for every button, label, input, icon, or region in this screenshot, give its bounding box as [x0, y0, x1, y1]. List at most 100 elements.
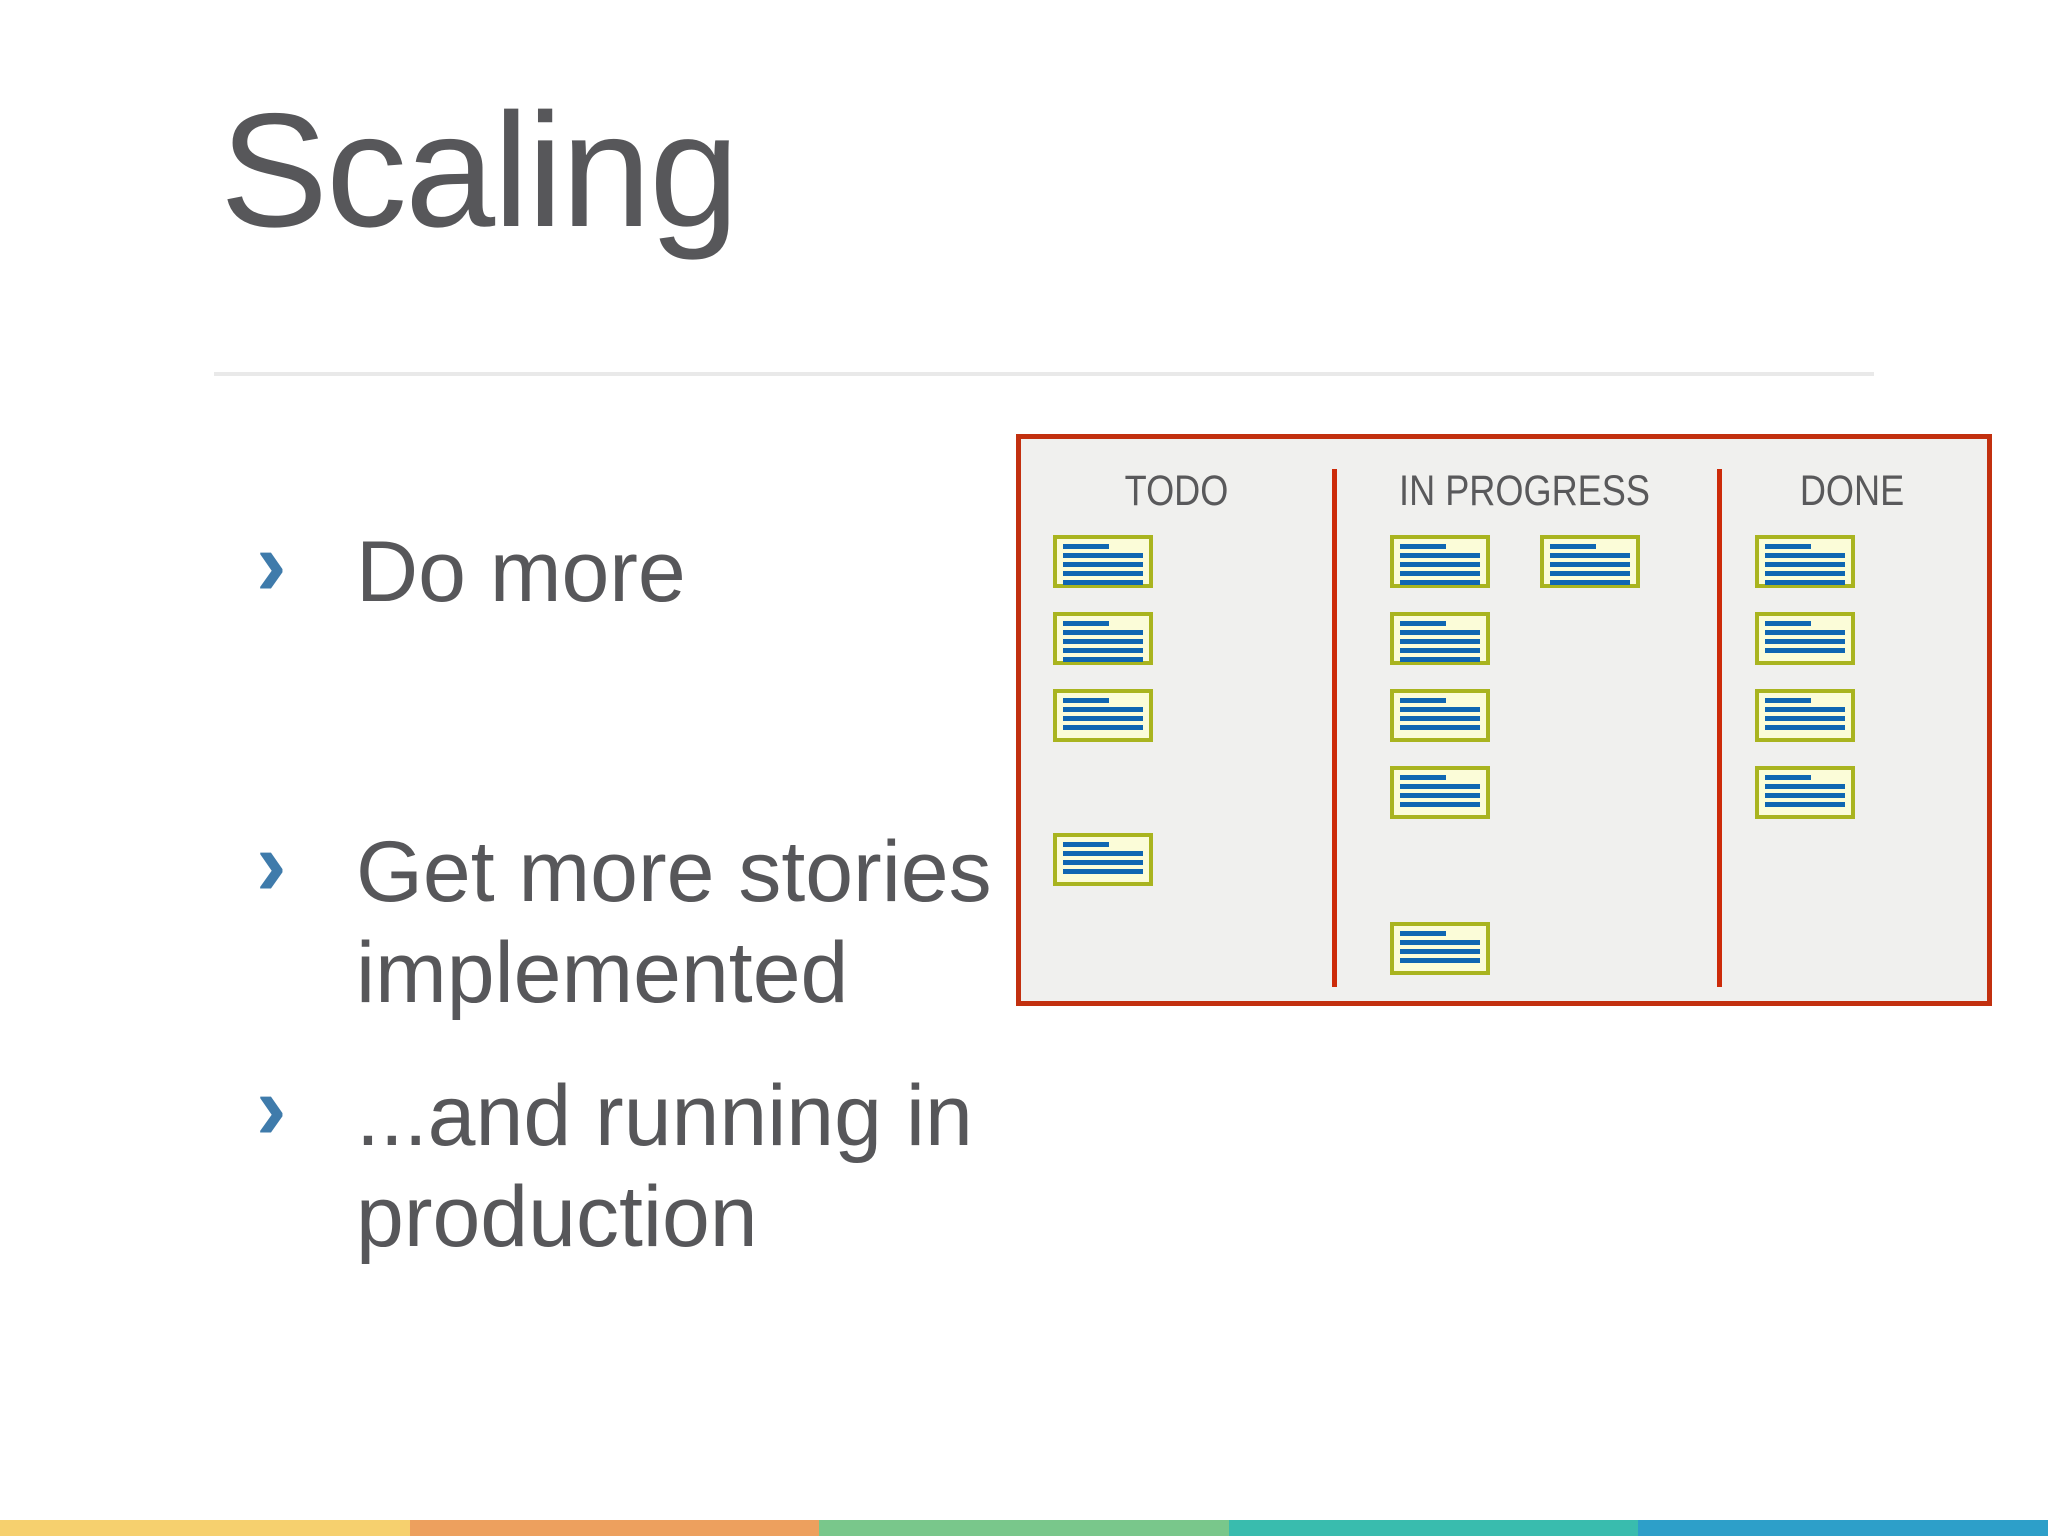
column-divider	[1332, 469, 1337, 987]
note-text-line	[1400, 958, 1480, 963]
note-text-line	[1550, 553, 1630, 558]
note-text-line	[1400, 707, 1480, 712]
note-text-line	[1400, 716, 1480, 721]
note-text-line	[1063, 621, 1110, 626]
note-text-line	[1765, 707, 1845, 712]
note-text-line	[1063, 648, 1143, 653]
sticky-note	[1053, 689, 1153, 742]
note-text-line	[1400, 784, 1480, 789]
column-header-todo: TODO	[1124, 467, 1229, 515]
note-text-line	[1063, 860, 1143, 865]
note-text-line	[1765, 562, 1845, 567]
note-text-line	[1550, 544, 1597, 549]
note-text-line	[1063, 571, 1143, 576]
bullet-item-do-more: › Do more	[256, 518, 1016, 623]
footer-color-segment	[1638, 1520, 2048, 1536]
bullet-text: Get more stories implemented	[356, 824, 992, 1021]
bullet-text: ...and running in production	[356, 1068, 973, 1265]
note-text-line	[1765, 630, 1845, 635]
note-text-line	[1400, 621, 1447, 626]
sticky-note	[1755, 535, 1855, 588]
note-text-line	[1400, 544, 1447, 549]
note-text-line	[1063, 639, 1143, 644]
note-text-line	[1400, 802, 1480, 807]
sticky-note	[1053, 612, 1153, 665]
note-text-line	[1063, 562, 1143, 567]
page-title: Scaling	[220, 80, 739, 261]
sticky-note	[1390, 535, 1490, 588]
note-text-line	[1400, 949, 1480, 954]
note-text-line	[1063, 725, 1143, 730]
note-text-line	[1550, 571, 1630, 576]
note-text-line	[1063, 842, 1110, 847]
footer-color-segment	[0, 1520, 410, 1536]
bullet-item-running-in-production: › ...and running in production	[256, 1062, 1016, 1267]
note-text-line	[1765, 580, 1845, 585]
note-text-line	[1063, 580, 1143, 585]
note-text-line	[1765, 793, 1845, 798]
kanban-board: TODO IN PROGRESS DONE	[1016, 434, 1992, 1006]
sticky-note	[1390, 922, 1490, 975]
chevron-bullet-icon: ›	[256, 813, 287, 915]
note-text-line	[1765, 775, 1812, 780]
sticky-note	[1540, 535, 1640, 588]
note-text-line	[1400, 793, 1480, 798]
title-divider	[214, 372, 1874, 376]
note-text-line	[1765, 698, 1812, 703]
note-text-line	[1400, 940, 1480, 945]
column-header-done: DONE	[1799, 467, 1905, 515]
note-text-line	[1765, 571, 1845, 576]
note-text-line	[1400, 639, 1480, 644]
sticky-note	[1755, 689, 1855, 742]
note-text-line	[1400, 648, 1480, 653]
note-text-line	[1400, 553, 1480, 558]
note-text-line	[1765, 648, 1845, 653]
note-text-line	[1400, 630, 1480, 635]
column-header-in-progress: IN PROGRESS	[1399, 467, 1650, 515]
note-text-line	[1765, 639, 1845, 644]
sticky-note	[1755, 612, 1855, 665]
note-text-line	[1063, 851, 1143, 856]
note-text-line	[1550, 580, 1630, 585]
note-text-line	[1063, 869, 1143, 874]
bullet-text: Do more	[356, 524, 686, 620]
sticky-note	[1390, 766, 1490, 819]
note-text-line	[1765, 621, 1812, 626]
note-text-line	[1765, 802, 1845, 807]
footer-color-segment	[819, 1520, 1229, 1536]
note-text-line	[1063, 707, 1143, 712]
note-text-line	[1063, 698, 1110, 703]
note-text-line	[1400, 725, 1480, 730]
note-text-line	[1400, 657, 1480, 662]
footer-color-segment	[1228, 1520, 1639, 1536]
note-text-line	[1063, 657, 1143, 662]
note-text-line	[1400, 562, 1480, 567]
note-text-line	[1063, 716, 1143, 721]
note-text-line	[1400, 571, 1480, 576]
note-text-line	[1765, 544, 1812, 549]
note-text-line	[1765, 784, 1845, 789]
sticky-note	[1053, 535, 1153, 588]
column-divider	[1717, 469, 1722, 987]
note-text-line	[1550, 562, 1630, 567]
note-text-line	[1063, 544, 1110, 549]
note-text-line	[1400, 580, 1480, 585]
sticky-note	[1390, 612, 1490, 665]
note-text-line	[1400, 931, 1447, 936]
sticky-note	[1053, 833, 1153, 886]
footer-color-bar	[0, 1520, 2048, 1536]
note-text-line	[1765, 716, 1845, 721]
note-text-line	[1063, 553, 1143, 558]
chevron-bullet-icon: ›	[256, 1057, 287, 1159]
sticky-note	[1390, 689, 1490, 742]
footer-color-segment	[409, 1520, 820, 1536]
note-text-line	[1400, 698, 1447, 703]
note-text-line	[1765, 725, 1845, 730]
note-text-line	[1400, 775, 1447, 780]
bullet-item-get-more-stories: › Get more stories implemented	[256, 818, 1016, 1023]
sticky-note	[1755, 766, 1855, 819]
chevron-bullet-icon: ›	[256, 513, 287, 615]
note-text-line	[1063, 630, 1143, 635]
note-text-line	[1765, 553, 1845, 558]
kanban-board-inner: TODO IN PROGRESS DONE	[1021, 439, 1987, 1001]
